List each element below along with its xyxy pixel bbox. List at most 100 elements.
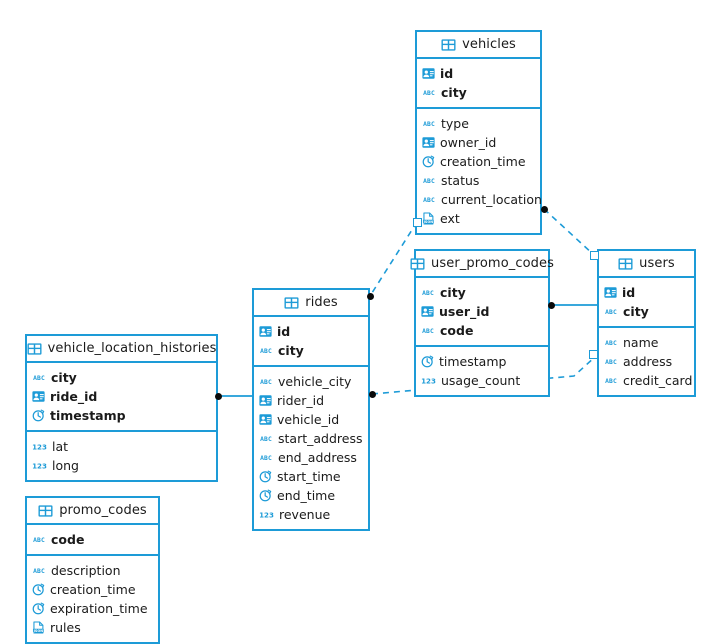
column-name: description [51,563,121,578]
svg-text:ABC: ABC [260,348,272,355]
primary-key-row[interactable]: ABC city [416,283,548,302]
text-abc-icon: ABC [421,324,435,337]
column-name: city [623,304,649,319]
svg-text:ABC: ABC [423,178,435,185]
svg-text:JSON: JSON [33,629,44,633]
table-title: rides [305,295,338,310]
text-abc-icon: ABC [422,117,436,130]
many-endpoint-rel-upc-users-start [548,302,555,309]
table-header-rides[interactable]: rides [254,290,368,317]
column-name: id [440,66,454,81]
primary-key-row[interactable]: id [417,64,540,83]
primary-key-row[interactable]: timestamp [27,406,216,425]
key-id-icon [421,305,434,318]
text-abc-icon: ABC [32,371,46,384]
text-abc-icon: ABC [604,305,618,318]
column-row[interactable]: creation_time [27,580,158,599]
svg-text:123: 123 [32,442,47,451]
column-row[interactable]: creation_time [417,152,540,171]
clock-icon [32,602,45,615]
column-name: usage_count [441,373,521,388]
number-123-icon: 123 [32,459,47,472]
svg-text:123: 123 [32,461,47,470]
column-row[interactable]: rider_id [254,391,368,410]
column-row[interactable]: ABC credit_card [599,371,694,390]
many-endpoint-rel-vehicles-users-start [541,206,548,213]
column-name: ride_id [50,389,98,404]
column-name: lat [52,439,69,454]
primary-key-row[interactable]: ABC code [416,321,548,340]
table-header-vehicle_location_histories[interactable]: vehicle_location_histories [27,336,216,363]
table-header-users[interactable]: users [599,251,694,278]
svg-text:ABC: ABC [423,121,435,128]
column-name: name [623,335,659,350]
column-row[interactable]: 123 lat [27,437,216,456]
column-name: end_address [278,450,357,465]
primary-key-row[interactable]: ride_id [27,387,216,406]
one-endpoint-rel-rides-users-end [589,350,598,359]
json-icon: JSON [422,212,435,225]
svg-text:ABC: ABC [605,378,617,385]
column-row[interactable]: expiration_time [27,599,158,618]
column-row[interactable]: ABC description [27,561,158,580]
primary-key-row[interactable]: user_id [416,302,548,321]
text-abc-icon: ABC [422,174,436,187]
svg-text:ABC: ABC [422,290,434,297]
table-header-promo_codes[interactable]: promo_codes [27,498,158,525]
column-row[interactable]: end_time [254,486,368,505]
table-header-vehicles[interactable]: vehicles [417,32,540,59]
key-id-icon [32,390,45,403]
column-row[interactable]: timestamp [416,352,548,371]
table-title: user_promo_codes [431,256,554,271]
column-name: rider_id [277,393,325,408]
column-row[interactable]: start_time [254,467,368,486]
column-row[interactable]: owner_id [417,133,540,152]
primary-key-row[interactable]: ABC city [599,302,694,321]
column-name: id [277,324,291,339]
table-header-user_promo_codes[interactable]: user_promo_codes [410,251,554,278]
primary-key-row[interactable]: id [599,283,694,302]
column-name: rules [50,620,81,635]
text-abc-icon: ABC [604,374,618,387]
svg-text:ABC: ABC [33,568,45,575]
column-name: creation_time [440,154,526,169]
svg-text:ABC: ABC [260,379,272,386]
column-row[interactable]: vehicle_id [254,410,368,429]
column-name: credit_card [623,373,693,388]
table-grid-icon [38,504,53,517]
column-name: code [440,323,474,338]
clock-icon [259,489,272,502]
column-name: city [440,285,466,300]
column-row[interactable]: JSON rules [27,618,158,637]
svg-text:ABC: ABC [605,359,617,366]
text-abc-icon: ABC [259,375,273,388]
many-endpoint-rel-vehicles-rides-end [367,293,374,300]
primary-key-row[interactable]: id [254,322,368,341]
